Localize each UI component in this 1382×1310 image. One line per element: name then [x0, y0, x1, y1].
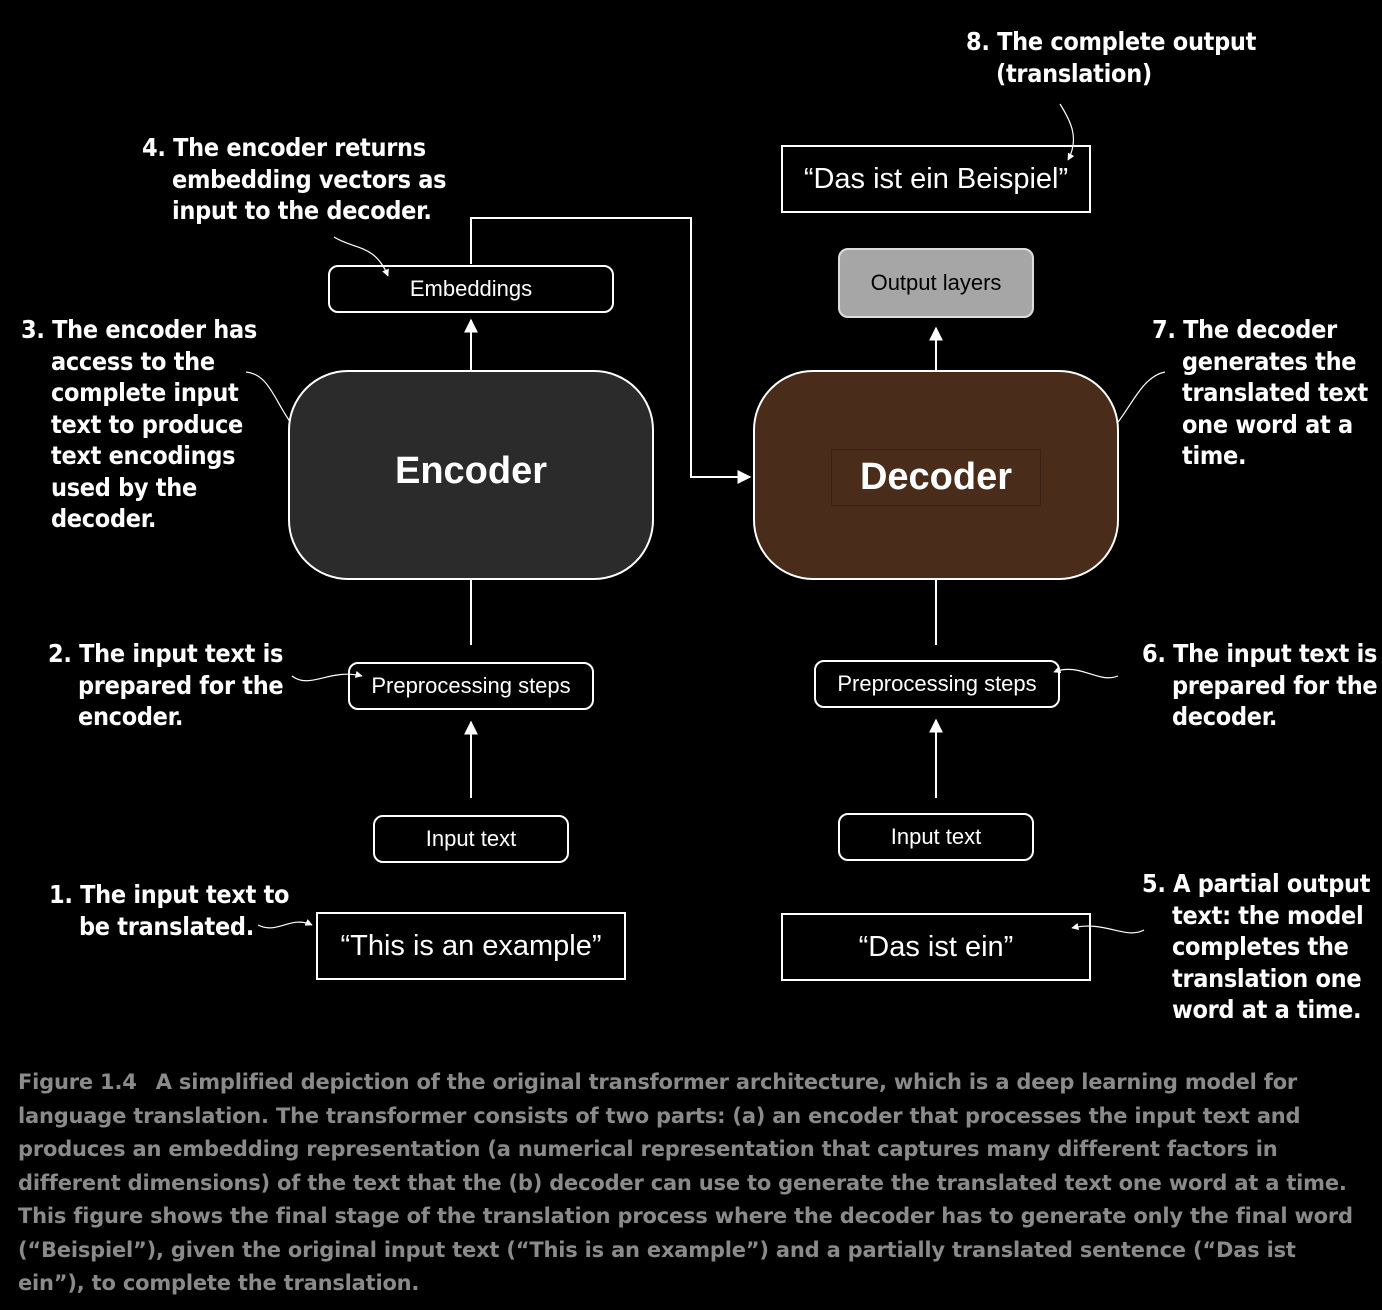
annotation-5-line: text: the model	[1172, 900, 1364, 930]
annotation-7-line: 7. The decoder	[1152, 315, 1337, 344]
annotation-6-line: prepared for the	[1172, 670, 1378, 700]
final-output-box: “Das ist ein Beispiel”	[781, 145, 1091, 213]
pointer-annotation-6	[1053, 666, 1119, 679]
annotation-6-line: 6. The input text is	[1142, 639, 1378, 668]
annotation-5: 5. A partial output text: the model comp…	[1142, 868, 1370, 1026]
annotation-5-line: completes the	[1172, 932, 1349, 961]
annotation-7: 7. The decoder generates the translated …	[1152, 314, 1368, 472]
figure-caption: Figure 1.4 A simplified depiction of the…	[18, 1066, 1368, 1301]
preprocessing-box-decoder: Preprocessing steps	[814, 660, 1060, 708]
annotation-3-line: text to produce	[51, 409, 243, 439]
annotation-6-line: decoder.	[1172, 702, 1278, 731]
annotation-6: 6. The input text is prepared for the de…	[1142, 638, 1378, 733]
pointer-annotation-1	[257, 919, 313, 929]
embeddings-label: Embeddings	[409, 276, 533, 301]
decoder-block: Decoder	[753, 370, 1119, 580]
encoder-label: Encoder	[388, 449, 554, 493]
preprocessing-box-encoder: Preprocessing steps	[348, 662, 594, 710]
pointer-annotation-8	[1059, 103, 1075, 161]
final-output-text: “Das ist ein Beispiel”	[803, 162, 1069, 195]
annotation-4-line: embedding vectors as	[172, 164, 447, 194]
pointer-annotation-5	[1071, 922, 1145, 934]
annotation-8-line: (translation)	[996, 58, 1152, 88]
preprocessing-label-encoder: Preprocessing steps	[371, 673, 571, 698]
input-example-text: “This is an example”	[340, 929, 602, 962]
annotation-7-line: translated text	[1182, 378, 1369, 407]
annotation-3-line: text encodings	[51, 441, 236, 470]
input-example-box: “This is an example”	[316, 912, 626, 980]
figure-caption-label: Figure 1.4	[18, 1070, 137, 1094]
partial-output-text: “Das ist ein”	[858, 930, 1014, 963]
annotation-2: 2. The input text is prepared for the en…	[48, 638, 284, 733]
annotation-3-line: used by the	[51, 472, 197, 502]
annotation-3-line: access to the	[51, 346, 215, 376]
annotation-7-line: generates the	[1182, 346, 1357, 376]
annotation-4: 4. The encoder returns embedding vectors…	[142, 132, 447, 227]
annotation-2-line: encoder.	[78, 702, 184, 731]
encoder-block: Encoder	[288, 370, 654, 580]
annotation-7-line: one word at a	[1182, 409, 1353, 439]
annotation-1-line: be translated.	[79, 911, 254, 941]
input-text-box-encoder: Input text	[373, 815, 569, 863]
output-layers-box: Output layers	[838, 248, 1034, 318]
decoder-label: Decoder	[830, 448, 1042, 506]
annotation-5-line: word at a time.	[1172, 995, 1362, 1024]
annotation-2-line: prepared for the	[78, 670, 284, 700]
input-text-label-decoder: Input text	[890, 824, 982, 849]
annotation-2-line: 2. The input text is	[48, 639, 284, 668]
annotation-5-line: 5. A partial output	[1142, 869, 1371, 898]
annotation-3: 3. The encoder has access to the complet…	[21, 314, 257, 535]
annotation-3-line: complete input	[51, 378, 239, 407]
annotation-3-line: 3. The encoder has	[21, 315, 257, 344]
arrow-embeddings-to-decoder	[470, 217, 752, 484]
figure-caption-text: A simplified depiction of the original t…	[18, 1070, 1353, 1295]
partial-output-box: “Das ist ein”	[781, 913, 1091, 981]
annotation-7-line: time.	[1182, 441, 1247, 470]
annotation-4-line: input to the decoder.	[172, 196, 432, 225]
output-layers-label: Output layers	[870, 270, 1002, 295]
annotation-1-line: 1. The input text to	[49, 880, 290, 909]
embeddings-box: Embeddings	[328, 265, 614, 313]
annotation-1: 1. The input text to be translated.	[49, 879, 289, 942]
annotation-3-line: decoder.	[51, 504, 157, 533]
annotation-4-line: 4. The encoder returns	[142, 133, 426, 162]
pointer-annotation-2	[291, 670, 363, 682]
input-text-label-encoder: Input text	[425, 826, 517, 851]
annotation-5-line: translation one	[1172, 963, 1362, 993]
input-text-box-decoder: Input text	[838, 813, 1034, 861]
annotation-8: 8. The complete output (translation)	[966, 26, 1256, 89]
pointer-annotation-4	[333, 236, 389, 277]
preprocessing-label-decoder: Preprocessing steps	[837, 671, 1037, 696]
annotation-8-line: 8. The complete output	[966, 27, 1257, 56]
